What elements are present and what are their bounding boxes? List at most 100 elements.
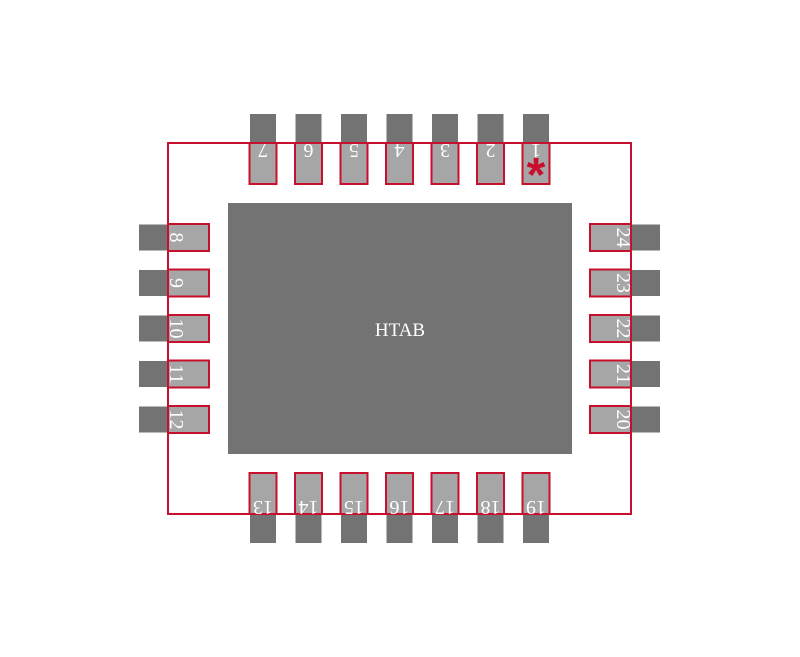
pin-14: 14 [294, 472, 323, 543]
pin-number: 5 [349, 139, 359, 161]
pin-land [589, 359, 632, 389]
pin-number: 21 [612, 364, 634, 384]
pin-number: 22 [612, 319, 634, 339]
pin-23: 23 [589, 268, 660, 298]
pin-lead [295, 114, 322, 144]
pin-15: 15 [339, 472, 369, 543]
pin-lead [341, 513, 367, 543]
pin-land [167, 268, 210, 298]
pin-number: 19 [526, 496, 546, 518]
pin-9: 9 [139, 268, 210, 298]
pin-number: 9 [165, 278, 187, 288]
pin-land [167, 314, 210, 343]
pin-lead [139, 270, 169, 296]
pin-land [339, 472, 369, 515]
pin-lead [432, 513, 458, 543]
pin-number: 15 [344, 496, 364, 518]
pin-lead [630, 224, 660, 251]
pin-number: 12 [165, 410, 187, 430]
pin-22: 22 [589, 314, 660, 343]
pin-number: 18 [481, 496, 501, 518]
pin-19: 19 [521, 472, 551, 543]
pin-1: 1 [521, 114, 551, 185]
pin-number: 4 [395, 139, 405, 161]
pin-number: 7 [258, 139, 268, 161]
pin-6: 6 [294, 114, 323, 185]
pin-lead [432, 114, 458, 144]
pin-land [589, 405, 632, 434]
pin-number: 1 [531, 139, 541, 161]
pin-lead [477, 513, 504, 543]
pin-land [589, 314, 632, 343]
pin-16: 16 [385, 472, 414, 543]
pin-24: 24 [589, 223, 660, 252]
pin-lead [139, 224, 169, 251]
pin-land [521, 142, 551, 185]
pin-lead [477, 114, 504, 144]
pin-land [294, 472, 323, 515]
pin-lead [139, 406, 169, 433]
pin-land [167, 223, 210, 252]
thermal-pad-label: HTAB [375, 320, 425, 341]
pin-number: 8 [165, 233, 187, 243]
pin-lead [295, 513, 322, 543]
pin-land [589, 268, 632, 298]
pin-land [521, 472, 551, 515]
pin-land [430, 142, 460, 185]
pin-number: 14 [299, 496, 319, 518]
pin-number: 6 [304, 139, 314, 161]
pin-number: 2 [486, 139, 496, 161]
pin-land [294, 142, 323, 185]
pin-land [248, 472, 278, 515]
pin-lead [341, 114, 367, 144]
pin-8: 8 [139, 223, 210, 252]
pin-land [248, 142, 278, 185]
pin-lead [630, 315, 660, 342]
pin-lead [386, 513, 413, 543]
pin-lead [250, 114, 276, 144]
pin-4: 4 [385, 114, 414, 185]
pin-17: 17 [430, 472, 460, 543]
pin-13: 13 [248, 472, 278, 543]
pin1-marker: * [527, 149, 546, 202]
pin-20: 20 [589, 405, 660, 434]
pin-number: 24 [612, 228, 634, 248]
pin-3: 3 [430, 114, 460, 185]
pin-lead [523, 513, 549, 543]
pin-land [430, 472, 460, 515]
pin-lead [139, 361, 169, 387]
pin-11: 11 [139, 359, 210, 389]
pin-number: 10 [165, 319, 187, 339]
pin-21: 21 [589, 359, 660, 389]
pin-number: 23 [612, 273, 634, 293]
pin-2: 2 [476, 114, 505, 185]
thermal-pad [228, 203, 572, 454]
pin-land [476, 142, 505, 185]
pin-land [167, 359, 210, 389]
pin-lead [250, 513, 276, 543]
pin-lead [139, 315, 169, 342]
pin-5: 5 [339, 114, 369, 185]
pin-land [339, 142, 369, 185]
pin-land [385, 142, 414, 185]
pin-land [476, 472, 505, 515]
pin-lead [523, 114, 549, 144]
pin-lead [630, 270, 660, 296]
pin-number: 17 [435, 496, 455, 518]
pin-lead [386, 114, 413, 144]
pin-7: 7 [248, 114, 278, 185]
pin-number: 11 [165, 364, 187, 383]
pin-number: 13 [253, 496, 273, 518]
pin-land [589, 223, 632, 252]
pin-land [167, 405, 210, 434]
pin-number: 16 [390, 496, 410, 518]
pin-12: 12 [139, 405, 210, 434]
pin-land [385, 472, 414, 515]
pin-18: 18 [476, 472, 505, 543]
pin-10: 10 [139, 314, 210, 343]
pin-lead [630, 406, 660, 433]
pin-number: 3 [440, 139, 450, 161]
pin-number: 20 [612, 410, 634, 430]
